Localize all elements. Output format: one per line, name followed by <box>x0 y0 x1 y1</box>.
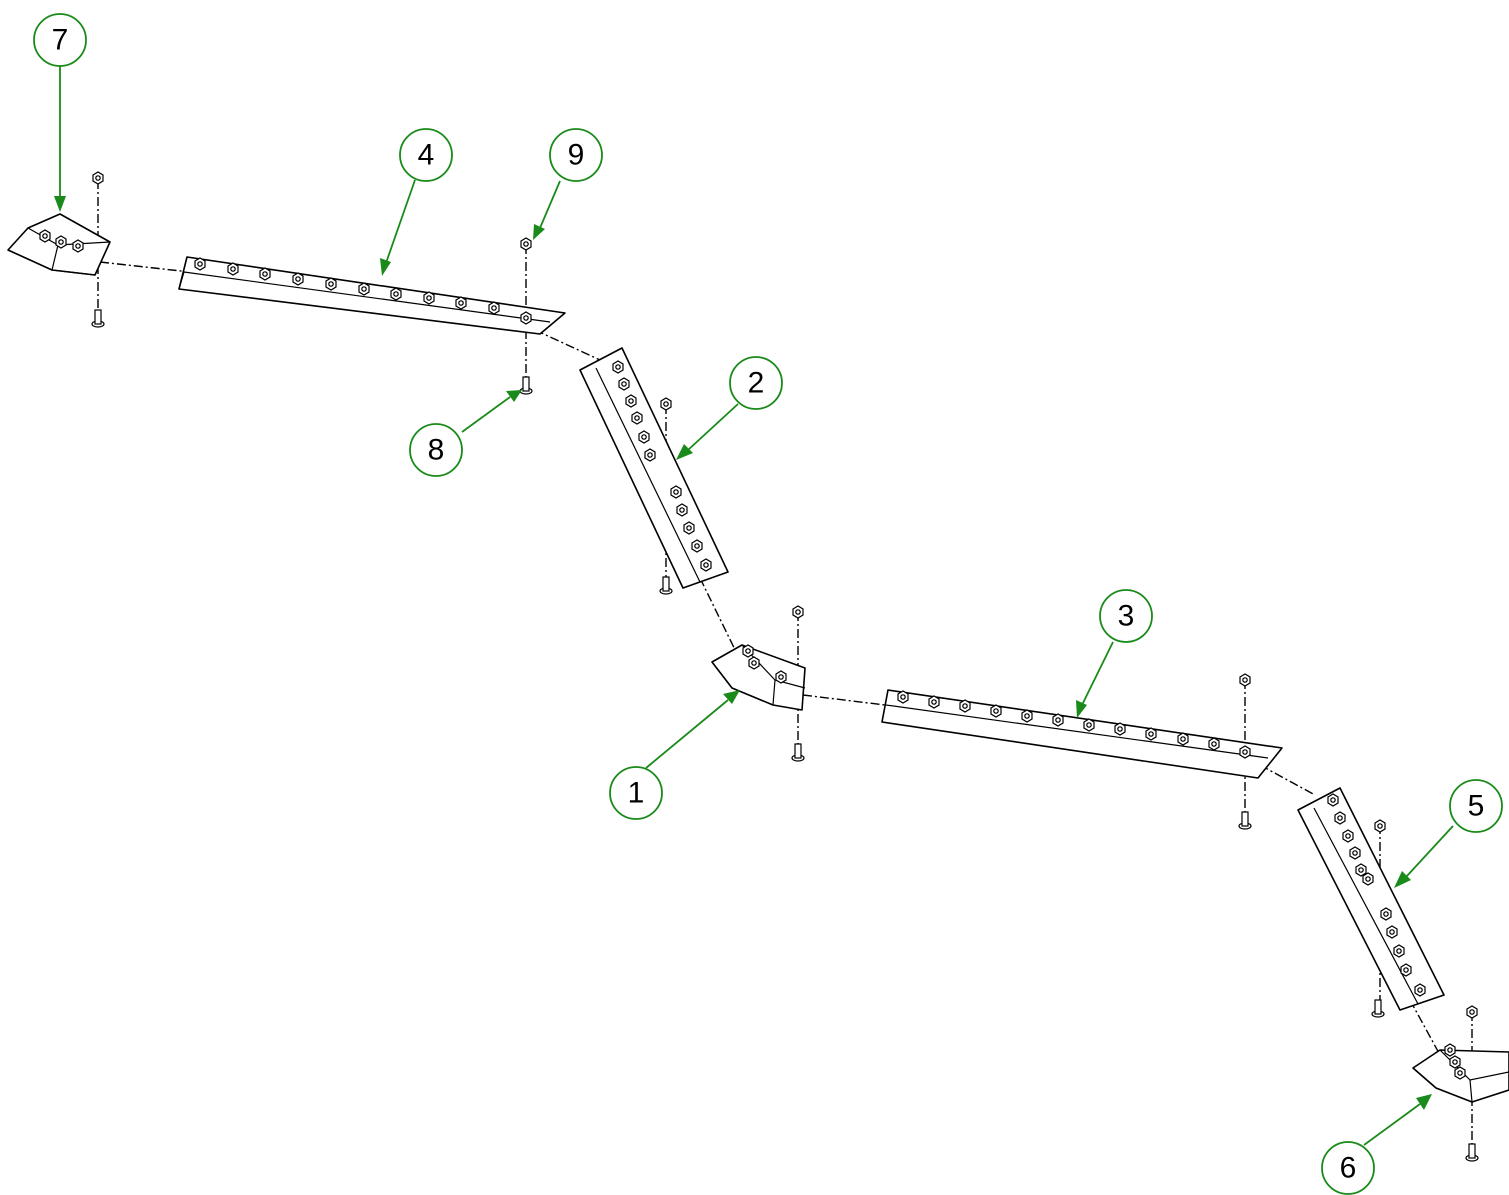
callout-balloon-2: 2 <box>729 356 783 410</box>
svg-text:1: 1 <box>628 777 645 810</box>
center-bracket <box>711 644 806 711</box>
diagonal-rail-upper <box>579 347 729 589</box>
callout-balloon-5: 5 <box>1449 779 1503 833</box>
svg-text:2: 2 <box>748 367 765 400</box>
callout-leaders <box>54 66 1454 1146</box>
callout-balloon-8: 8 <box>409 423 463 477</box>
callout-balloon-4: 4 <box>399 128 453 182</box>
callout-balloon-9: 9 <box>549 128 603 182</box>
callout-balloon-1: 1 <box>609 766 663 820</box>
svg-text:6: 6 <box>1340 1152 1357 1185</box>
carriage-bolts <box>91 309 1479 1162</box>
svg-text:9: 9 <box>568 139 585 172</box>
end-bracket-right <box>1412 1043 1509 1103</box>
svg-text:4: 4 <box>418 139 435 172</box>
svg-text:7: 7 <box>52 24 69 57</box>
long-rail-upper <box>178 256 566 335</box>
end-bracket-left <box>7 213 111 276</box>
svg-text:3: 3 <box>1118 600 1135 633</box>
callout-balloon-7: 7 <box>33 13 87 67</box>
diagonal-rail-lower <box>1297 787 1445 1011</box>
svg-text:5: 5 <box>1468 790 1485 823</box>
callout-balloon-3: 3 <box>1099 589 1153 643</box>
callout-balloon-6: 6 <box>1321 1141 1375 1195</box>
svg-text:8: 8 <box>428 434 445 467</box>
